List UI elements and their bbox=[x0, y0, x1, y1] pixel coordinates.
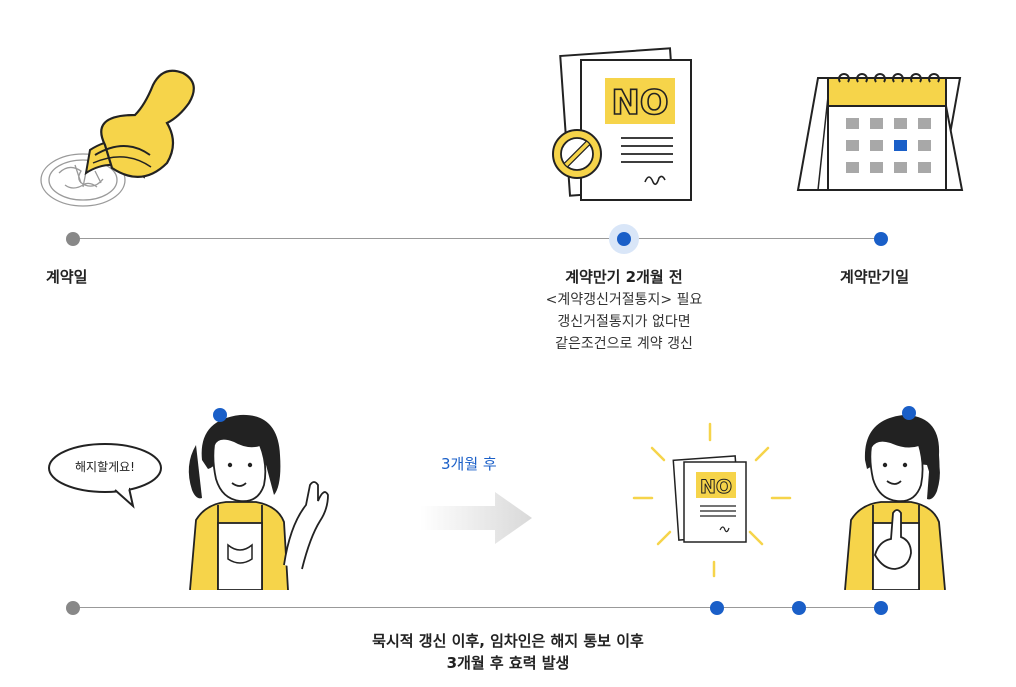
contract-expiry-label: 계약만기일 bbox=[840, 268, 910, 286]
bottom-dot-3 bbox=[874, 601, 888, 615]
bottom-caption-line-1: 묵시적 갱신 이후, 임차인은 해지 통보 이후 bbox=[372, 632, 644, 650]
document-no-text: NO bbox=[611, 83, 668, 123]
middle-note-line-1: <계약갱신거절통지> 필요 bbox=[545, 292, 703, 308]
arrow-label: 3개월 후 bbox=[441, 455, 497, 473]
woman-pointing-illustration bbox=[835, 405, 965, 590]
rejection-document-illustration: NO bbox=[545, 42, 705, 207]
bottom-dot-2 bbox=[792, 601, 806, 615]
woman-waving-illustration bbox=[180, 405, 330, 590]
middle-note: 계약만기 2개월 전 <계약갱신거절통지> 필요 갱신거절통지가 없다면 같은조… bbox=[494, 266, 754, 355]
middle-note-line-2: 갱신거절통지가 없다면 bbox=[557, 314, 691, 330]
bottom-dot-1 bbox=[710, 601, 724, 615]
glowing-document-illustration: NO bbox=[630, 420, 800, 580]
timeline-dot-start bbox=[66, 232, 80, 246]
speech-text: 해지할게요! bbox=[74, 460, 135, 474]
bottom-timeline-line bbox=[73, 607, 881, 608]
top-timeline-line bbox=[73, 238, 881, 239]
bottom-dot-start bbox=[66, 601, 80, 615]
timeline-dot-end bbox=[874, 232, 888, 246]
speech-bubble: 해지할게요! bbox=[45, 440, 175, 510]
arrow-right-icon bbox=[420, 492, 535, 544]
calendar-illustration bbox=[790, 60, 970, 200]
contract-date-label: 계약일 bbox=[46, 268, 88, 286]
middle-note-line-3: 같은조건으로 계약 갱신 bbox=[555, 336, 693, 352]
small-document-no-text: NO bbox=[700, 476, 732, 498]
stamp-illustration bbox=[35, 55, 210, 215]
middle-note-title: 계약만기 2개월 전 bbox=[565, 268, 683, 286]
timeline-dot-middle bbox=[617, 232, 631, 246]
bottom-caption: 묵시적 갱신 이후, 임차인은 해지 통보 이후 3개월 후 효력 발생 bbox=[258, 630, 758, 674]
bottom-caption-line-2: 3개월 후 효력 발생 bbox=[446, 654, 570, 672]
